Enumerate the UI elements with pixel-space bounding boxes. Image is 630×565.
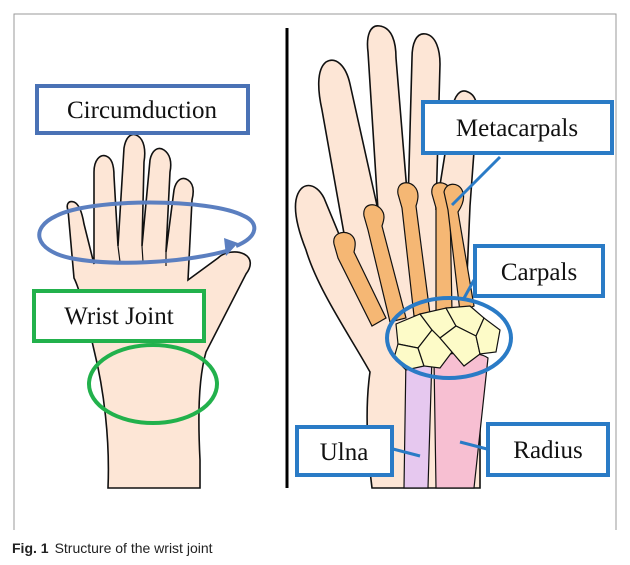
wrist-joint-label: Wrist Joint	[34, 291, 204, 341]
caption-text: Structure of the wrist joint	[55, 540, 213, 556]
ulna-label: Ulna	[297, 427, 392, 475]
carpals-label: Carpals	[475, 246, 603, 296]
carpals-text: Carpals	[501, 259, 577, 286]
circumduction-text: Circumduction	[67, 97, 217, 124]
metacarpals-text: Metacarpals	[456, 115, 578, 142]
figure-number: Fig. 1	[12, 540, 49, 556]
radius-label: Radius	[488, 424, 608, 475]
wrist-joint-text: Wrist Joint	[64, 303, 173, 330]
metacarpals-label: Metacarpals	[423, 102, 612, 153]
radius-text: Radius	[513, 437, 582, 464]
right-hand	[295, 26, 500, 488]
ulna-text: Ulna	[320, 439, 369, 466]
figure-caption: Fig. 1 Structure of the wrist joint	[12, 540, 213, 556]
circumduction-label: Circumduction	[37, 86, 248, 133]
